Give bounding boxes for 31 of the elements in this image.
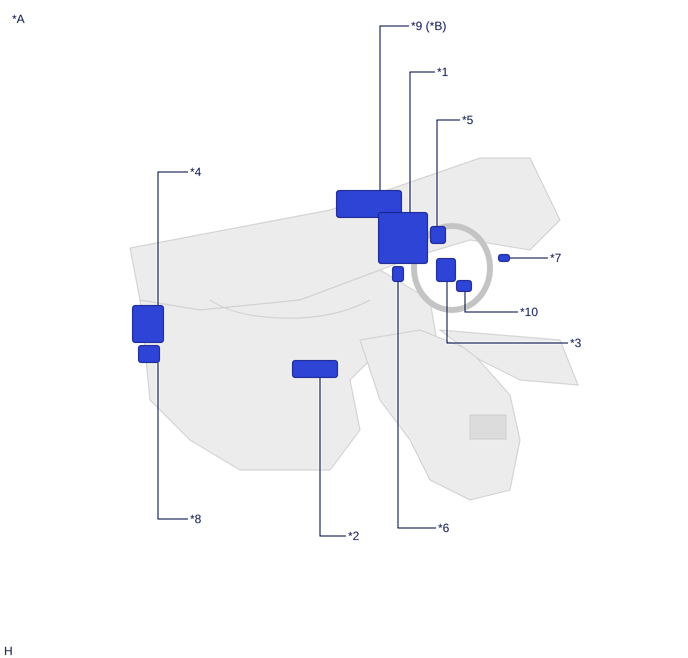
component-box [138, 345, 160, 363]
component-box [436, 258, 456, 282]
callout-number: *8 [190, 512, 202, 526]
callout-number: *3 [570, 336, 582, 350]
leader-line [320, 378, 346, 536]
callout-number: *9 (*B) [411, 19, 446, 33]
callout-number: *4 [190, 165, 202, 179]
callout-number: *6 [438, 521, 450, 535]
component-box [392, 266, 404, 282]
leader-line [410, 72, 436, 212]
leader-line [436, 120, 460, 226]
callout-number: *7 [550, 251, 562, 265]
component-box [430, 226, 446, 244]
component-box [292, 360, 338, 378]
callout-number: *1 [437, 65, 448, 79]
callout-number: *10 [520, 305, 538, 319]
view-label: *A [12, 12, 25, 26]
leader-line [380, 26, 410, 190]
callout-number: *5 [462, 113, 474, 127]
callout-number: *2 [348, 529, 360, 543]
component-box [498, 254, 510, 262]
component-box [378, 212, 428, 264]
leader-line [464, 292, 518, 312]
component-box [336, 190, 402, 218]
component-box [456, 280, 472, 292]
leader-line [398, 282, 436, 528]
leader-line [158, 362, 188, 520]
leader-line [446, 282, 568, 344]
component-box [132, 305, 164, 343]
view-label: H [4, 644, 13, 658]
leader-line [158, 172, 188, 306]
